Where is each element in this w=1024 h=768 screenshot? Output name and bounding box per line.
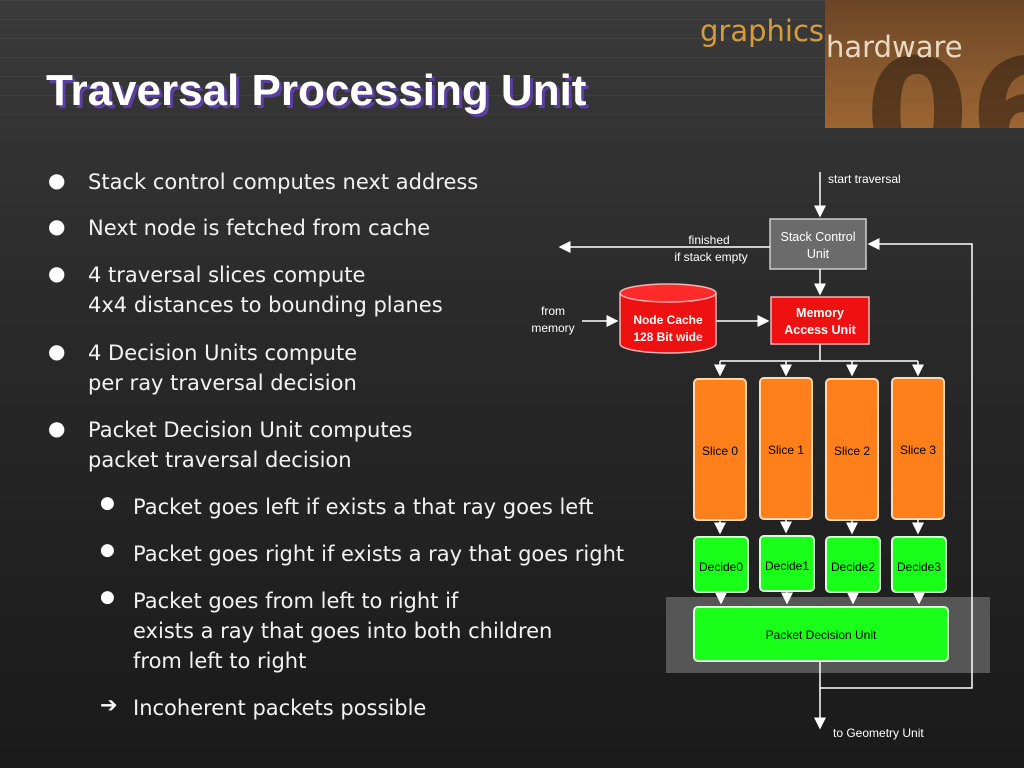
brand-logo-panel: 06 xyxy=(825,0,1024,128)
stack-control-label-1: Stack Control xyxy=(780,230,855,244)
sub-bullet-icon: ● xyxy=(100,493,115,513)
bullet-1: Stack control computes next address xyxy=(88,170,479,194)
node-cache-label-1: Node Cache xyxy=(633,313,703,327)
memory-access-unit xyxy=(770,296,870,345)
node-cache-label-2: 128 Bit wide xyxy=(633,330,703,344)
stack-control-label-2: Unit xyxy=(807,247,830,261)
memory-access-label-1: Memory xyxy=(796,306,844,320)
bullet-3-line-2: 4x4 distances to bounding planes xyxy=(88,293,443,317)
slice-distribution-lines xyxy=(714,344,924,377)
slice-to-decide-arrows xyxy=(714,519,924,535)
packet-decision-unit xyxy=(693,606,949,662)
bullet-icon: ● xyxy=(48,416,66,440)
bullet-4-line-1: 4 Decision Units compute xyxy=(88,341,358,365)
conclusion-text: Incoherent packets possible xyxy=(133,696,427,720)
bullet-icon: ● xyxy=(48,261,66,285)
bullet-icon: ● xyxy=(48,214,66,238)
from-memory-label-1: from xyxy=(541,304,565,318)
decide-2-label: Decide2 xyxy=(831,560,875,574)
slide-title: Traversal Processing Unit xyxy=(46,66,587,115)
stack-control-unit xyxy=(769,218,867,270)
bullet-icon: ● xyxy=(48,339,66,363)
bullet-5-line-1: Packet Decision Unit computes xyxy=(88,418,413,442)
sub-bullet-1: Packet goes left if exists a that ray go… xyxy=(133,495,594,519)
decide-0-label: Decide0 xyxy=(699,560,743,574)
start-traversal-label: start traversal xyxy=(828,172,901,186)
decide-3-label: Decide3 xyxy=(897,560,941,574)
from-memory-label-2: memory xyxy=(531,321,574,335)
brand-word-graphics: graphics xyxy=(700,14,825,48)
brand-year: 06 xyxy=(865,28,1024,128)
arrow-right-icon: ➔ xyxy=(100,693,118,717)
brand-word-hardware: hardware xyxy=(826,30,963,64)
sub-bullet-icon: ● xyxy=(100,587,115,607)
sub-bullet-3-line-3: from left to right xyxy=(133,649,307,673)
slice-2-label: Slice 2 xyxy=(834,444,870,458)
finished-label-1: finished xyxy=(688,233,729,247)
bullet-3-line-1: 4 traversal slices compute xyxy=(88,263,366,287)
bullet-5-line-2: packet traversal decision xyxy=(88,448,352,472)
slice-3-label: Slice 3 xyxy=(900,443,936,457)
bullet-2: Next node is fetched from cache xyxy=(88,216,431,240)
decide-to-packet-arrows xyxy=(715,591,925,605)
slice-0-label: Slice 0 xyxy=(702,444,738,458)
packet-decision-label: Packet Decision Unit xyxy=(766,628,877,642)
sub-bullet-2: Packet goes right if exists a ray that g… xyxy=(133,542,625,566)
memory-access-label-2: Access Unit xyxy=(784,323,856,337)
sub-bullet-3-line-2: exists a ray that goes into both childre… xyxy=(133,619,553,643)
feedback-loop-arrow xyxy=(819,238,973,689)
sub-bullet-icon: ● xyxy=(100,540,115,560)
finished-label-2: if stack empty xyxy=(674,250,747,264)
node-cache-cylinder xyxy=(619,283,717,354)
sub-bullet-3-line-1: Packet goes from left to right if xyxy=(133,589,459,613)
to-geometry-label: to Geometry Unit xyxy=(833,726,924,740)
decide-1-label: Decide1 xyxy=(765,559,809,573)
bullet-4-line-2: per ray traversal decision xyxy=(88,371,357,395)
bullet-icon: ● xyxy=(48,168,66,192)
slice-1-label: Slice 1 xyxy=(768,443,804,457)
